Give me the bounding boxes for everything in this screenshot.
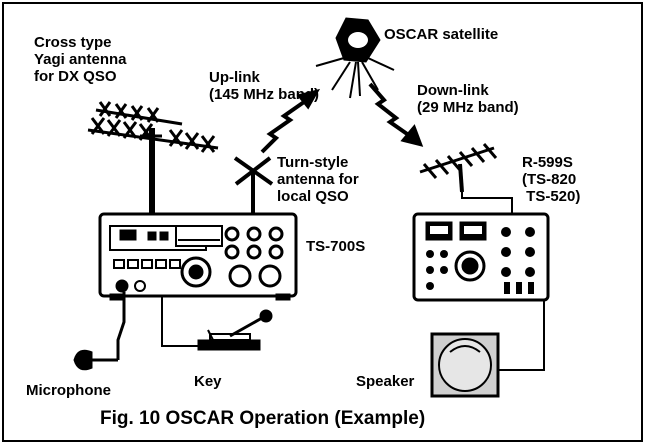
key-cable <box>161 296 198 347</box>
oscar-satellite-icon <box>315 17 395 99</box>
speaker-icon <box>430 332 500 398</box>
yagi-antenna-icon <box>87 101 219 218</box>
receiver-label: R-599S (TS-820 TS-520) <box>522 154 581 205</box>
downlink-label: Down-link (29 MHz band) <box>417 82 519 116</box>
satellite-label: OSCAR satellite <box>384 26 499 43</box>
receive-antenna-icon <box>419 143 513 214</box>
speaker-cable <box>498 300 545 371</box>
downlink-lightning-icon <box>368 82 424 147</box>
key-icon <box>197 309 273 351</box>
speaker-label: Speaker <box>356 373 415 390</box>
turnstyle-antenna-icon <box>233 156 274 214</box>
yagi-antenna-label: Cross type Yagi antenna for DX QSO <box>34 34 127 85</box>
microphone-icon <box>73 292 126 371</box>
uplink-label: Up-link (145 MHz band) <box>209 69 320 103</box>
uplink-lightning-icon <box>260 88 321 154</box>
ts700s-transceiver-icon <box>98 212 298 301</box>
turnstyle-antenna-label: Turn-style antenna for local QSO <box>277 154 359 205</box>
microphone-label: Microphone <box>26 382 111 399</box>
figure-caption: Fig. 10 OSCAR Operation (Example) <box>100 408 426 429</box>
transceiver-label: TS-700S <box>306 238 366 255</box>
r599s-receiver-icon <box>412 212 550 302</box>
key-label: Key <box>194 373 222 390</box>
